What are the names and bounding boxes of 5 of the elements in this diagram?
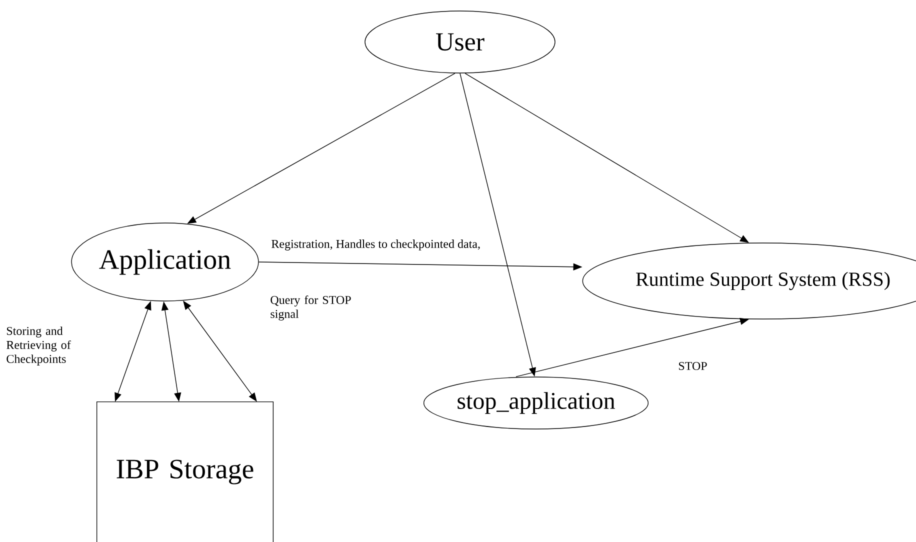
edge-label: Registration, Handles to checkpointed data,: [270, 238, 482, 252]
note-text: Query for STOP signal: [270, 295, 351, 321]
note-text: Storing and Retrieving of Checkpoints: [6, 326, 71, 366]
edge-label: STOP: [677, 360, 708, 372]
storage-box: IBP Storage: [96, 401, 274, 542]
